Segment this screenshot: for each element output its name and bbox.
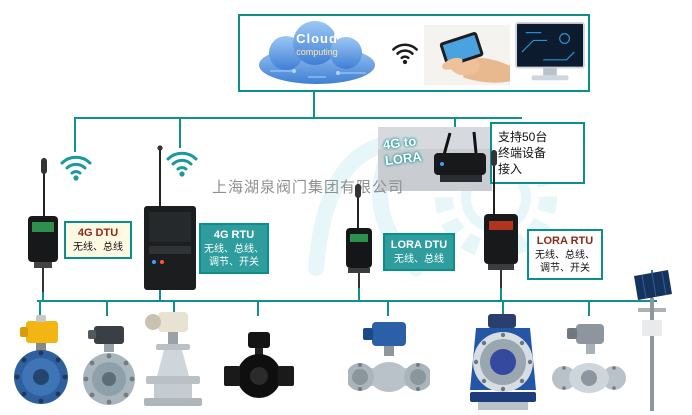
- label-desc: 无线、总线、调节、开关: [535, 250, 595, 275]
- terminal-capacity-callout: 支持50台 终端设备 接入: [490, 122, 585, 184]
- lora-dtu-device: [346, 184, 372, 288]
- drop-valve-2: [106, 302, 108, 316]
- solar-panel-pole-photo: [634, 270, 672, 411]
- connector-cloudbox-to-bus: [313, 92, 315, 118]
- cloud-title: Cloud: [296, 31, 338, 46]
- ball-valve-grey-actuator-photo: [552, 324, 626, 393]
- label-4g-rtu: 4G RTU 无线、总线、调节、开关: [199, 223, 269, 275]
- cloud-icon: [259, 21, 375, 84]
- callout-line1: 支持50台: [498, 130, 548, 144]
- top-bus-line: [74, 117, 522, 119]
- label-desc: 无线、总线、调节、开关: [204, 244, 264, 269]
- drop-valve-5: [387, 302, 389, 316]
- wifi-icon: [60, 155, 92, 181]
- label-lora-rtu: LORA RTU 无线、总线、调节、开关: [527, 229, 603, 281]
- gateway-photo: 4G to LORA: [378, 127, 492, 191]
- wifi-icon: [392, 43, 418, 65]
- cloud-label: Cloud computing: [248, 31, 386, 57]
- uplink-4g-rtu: [159, 290, 161, 300]
- black-ball-valve-photo: [224, 332, 294, 398]
- drop-valve-3: [173, 302, 175, 316]
- label-lora-dtu: LORA DTU 无线、总线: [383, 233, 455, 272]
- bottom-bus-line: [37, 300, 657, 302]
- butterfly-valve-dark-actuator-photo: [83, 326, 135, 405]
- label-desc: 无线、总线: [394, 254, 444, 266]
- label-title: LORA RTU: [536, 235, 594, 247]
- 4g-dtu-device: [28, 158, 58, 294]
- uplink-lora-rtu: [500, 288, 502, 300]
- drop-to-gateway: [454, 118, 456, 130]
- blue-flowmeter-valve-photo: [470, 314, 536, 410]
- lora-gateway-device: [378, 127, 492, 191]
- drop-to-wifi-2: [179, 118, 181, 148]
- callout-line3: 接入: [498, 162, 523, 177]
- drop-valve-6: [502, 302, 504, 316]
- uplink-4g-dtu: [42, 292, 44, 300]
- label-desc: 无线、总线: [73, 242, 123, 254]
- gateway-label: 4G to LORA: [382, 133, 423, 170]
- label-4g-dtu: 4G DTU 无线、总线: [64, 221, 132, 260]
- drop-valve-4: [257, 302, 259, 316]
- lora-rtu-device: [484, 150, 518, 288]
- drop-to-wifi-1: [74, 118, 76, 152]
- 4g-rtu-device: [144, 145, 196, 290]
- cloud-platform-box: Cloud computing: [238, 14, 590, 92]
- wifi-icon: [166, 151, 198, 177]
- label-title: LORA DTU: [390, 239, 448, 251]
- label-title: 4G RTU: [213, 229, 255, 241]
- drop-valve-7: [588, 302, 590, 316]
- gate-valve-electric-actuator-photo: [144, 312, 202, 406]
- cloud-computing-graphic: Cloud computing: [248, 19, 386, 87]
- callout-line2: 终端设备: [498, 146, 547, 161]
- cloud-subtitle: computing: [296, 47, 338, 57]
- desktop-monitor-photo: [515, 21, 585, 81]
- uplink-lora-dtu: [358, 288, 360, 300]
- drop-valve-1: [39, 302, 41, 316]
- flanged-ball-valve-blue-actuator-photo: [348, 322, 430, 392]
- electric-butterfly-valve-yellow-photo: [14, 315, 68, 404]
- smartphone-hand-photo: [424, 24, 510, 86]
- label-title: 4G DTU: [77, 227, 119, 239]
